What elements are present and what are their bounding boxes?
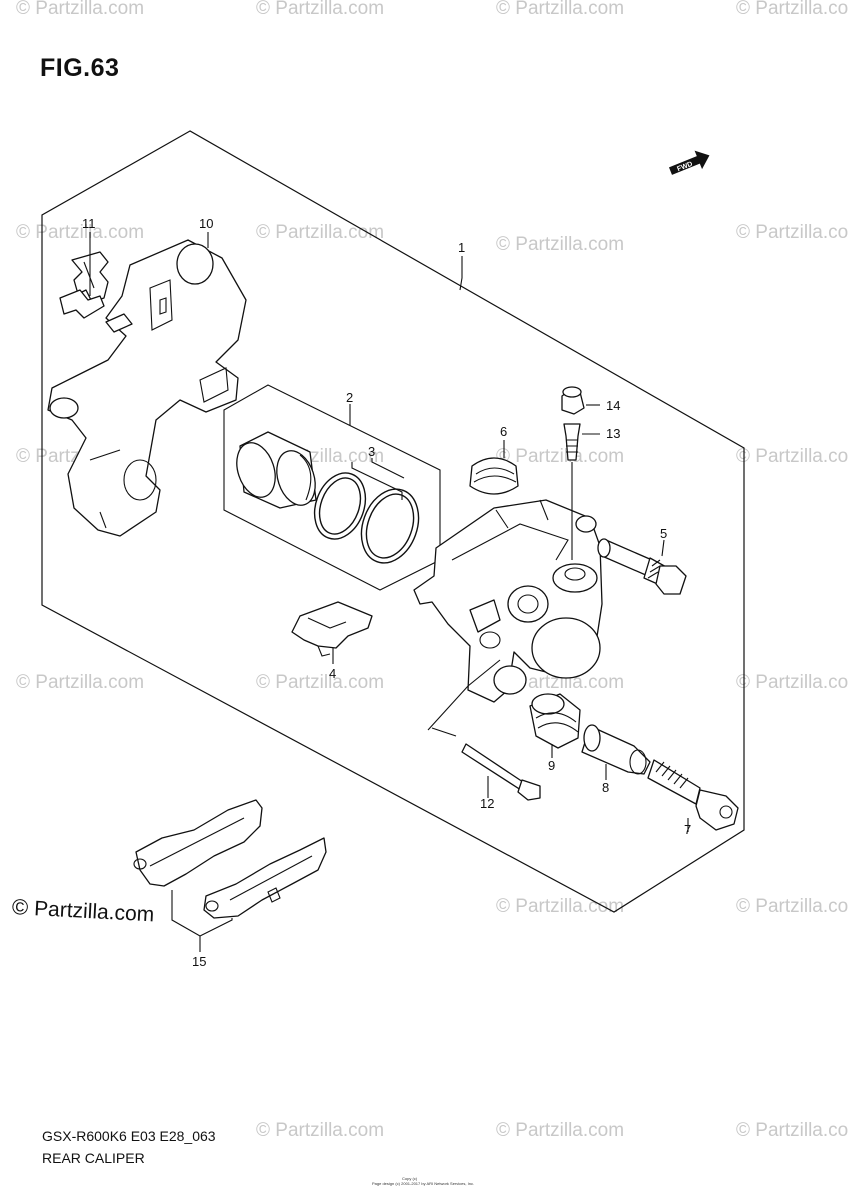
leader-line (371, 458, 405, 479)
piston-seal-rings (313, 462, 420, 564)
caliper-piston (236, 431, 317, 509)
watermark: © Partzilla.com (736, 222, 848, 243)
watermark: © Partzilla.com (736, 1120, 848, 1141)
brake-pad-set (133, 799, 327, 919)
fine-print: Page design (c) 2001-2017 by ARI Network… (372, 1181, 475, 1186)
slide-pin-sleeve (581, 724, 651, 775)
watermark: © Partzilla.com (256, 1120, 385, 1141)
slide-pin-boot (529, 693, 581, 749)
callout-14: 14 (606, 398, 620, 413)
callout-1: 1 (458, 240, 465, 255)
caliper-bracket (47, 239, 247, 537)
callout-4: 4 (329, 666, 336, 681)
model-code: GSX-R600K6 E03 E28_063 (42, 1128, 216, 1144)
pad-spring-clip (59, 251, 109, 319)
callout-9: 9 (548, 758, 555, 773)
watermark: © Partzilla.com (496, 896, 625, 917)
callout-10: 10 (199, 216, 213, 231)
fwd-arrow-icon: FWD (668, 150, 710, 175)
watermark: © Partzilla.com (496, 234, 625, 255)
fine-print: Copy (c) (402, 1176, 418, 1181)
watermark: © Partzilla.com (16, 672, 145, 693)
bleeder-screw (563, 423, 581, 560)
figure-label: FIG.63 (40, 54, 120, 82)
brand-text: Partzilla.com (33, 897, 155, 927)
watermark: © Partzilla.com (256, 222, 385, 243)
caliper-body (413, 499, 603, 703)
diagram-name: REAR CALIPER (42, 1150, 145, 1166)
watermark: © Partzilla.com (256, 672, 385, 693)
watermark: © Partzilla.com (496, 0, 625, 19)
caliper-boot (469, 457, 519, 495)
callout-6: 6 (500, 424, 507, 439)
leader-line (459, 256, 463, 291)
watermark: © Partzilla.com (16, 222, 145, 243)
watermark: © Partzilla.com (496, 672, 625, 693)
callout-5: 5 (660, 526, 667, 541)
callout-2: 2 (346, 390, 353, 405)
assembly-boundary (41, 130, 745, 913)
watermark: © Partzilla.com (736, 672, 848, 693)
bleeder-cap (561, 386, 585, 415)
watermark: © Partzilla.com (736, 0, 848, 19)
watermark: © Partzilla.com (736, 446, 848, 467)
callout-11: 11 (82, 216, 96, 231)
slide-pin-bolt-upper (597, 538, 687, 595)
callout-8: 8 (602, 780, 609, 795)
callout-12: 12 (480, 796, 494, 811)
watermark: © Partzilla.com (736, 896, 848, 917)
pad-retainer-clip (291, 601, 373, 657)
slide-pin-bolt-lower (647, 759, 739, 831)
svg-text:FWD: FWD (676, 161, 693, 173)
callout-7: 7 (684, 822, 691, 837)
pad-pin (427, 659, 541, 801)
watermark: © Partzilla.com (496, 1120, 625, 1141)
watermark: © Partzilla.com (16, 0, 145, 19)
copyright-icon: © (11, 894, 29, 920)
callout-13: 13 (606, 426, 620, 441)
callout-15: 15 (192, 954, 206, 969)
watermark: © Partzilla.com (496, 446, 625, 467)
callout-3: 3 (368, 444, 375, 459)
watermark: © Partzilla.com (256, 0, 385, 19)
leader-line (661, 539, 665, 557)
